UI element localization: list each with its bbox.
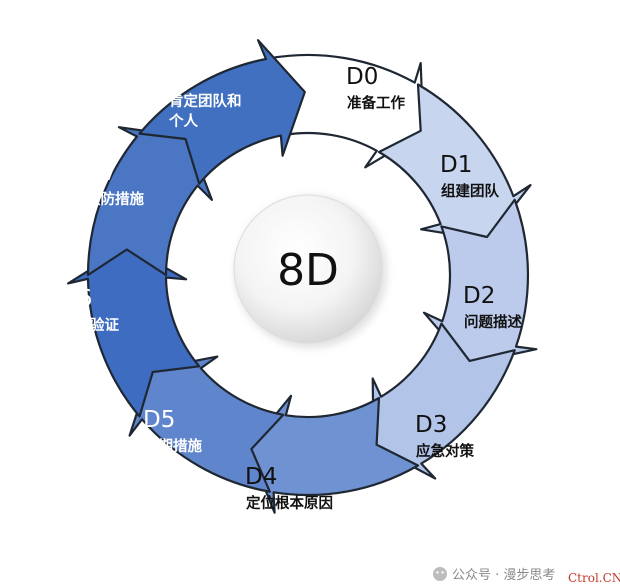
step-arrow-d8 bbox=[138, 39, 306, 185]
step-desc-d1: 组建团队 bbox=[441, 182, 499, 200]
watermark: 公众号 · 漫步思考 Ctrol.CN bbox=[433, 567, 620, 585]
step-code-d2: D2 bbox=[463, 283, 495, 309]
center-label: 8D bbox=[277, 245, 339, 296]
step-desc-d8-line1: 肯定团队和 bbox=[169, 92, 242, 110]
step-desc-d0: 准备工作 bbox=[347, 94, 405, 112]
step-code-d3: D3 bbox=[415, 412, 447, 438]
step-desc-d3: 应急对策 bbox=[416, 442, 474, 460]
step-code-d6: D6 bbox=[60, 286, 92, 312]
step-code-d8: D8 bbox=[168, 62, 200, 88]
step-desc-d8-line2: 个人 bbox=[168, 113, 198, 130]
step-code-d0: D0 bbox=[346, 64, 378, 90]
step-desc-d4: 定位根本原因 bbox=[246, 494, 333, 512]
wechat-icon bbox=[433, 567, 447, 581]
step-desc-d7: 预防措施 bbox=[86, 190, 144, 208]
step-desc-d6-line1: 执行验证 bbox=[61, 316, 119, 334]
center-circle bbox=[233, 194, 383, 344]
watermark-text: 公众号 · 漫步思考 bbox=[452, 568, 555, 583]
watermark-mark: Ctrol.CN bbox=[568, 571, 620, 585]
step-code-d7: D7 bbox=[85, 160, 117, 186]
step-code-d5: D5 bbox=[143, 407, 175, 433]
step-desc-d5: 长期措施 bbox=[144, 437, 202, 455]
step-desc-d2: 问题描述 bbox=[464, 313, 522, 331]
step-desc-d6-line2: 对策 bbox=[61, 336, 90, 354]
step-code-d1: D1 bbox=[440, 152, 472, 178]
step-code-d4: D4 bbox=[245, 464, 277, 490]
